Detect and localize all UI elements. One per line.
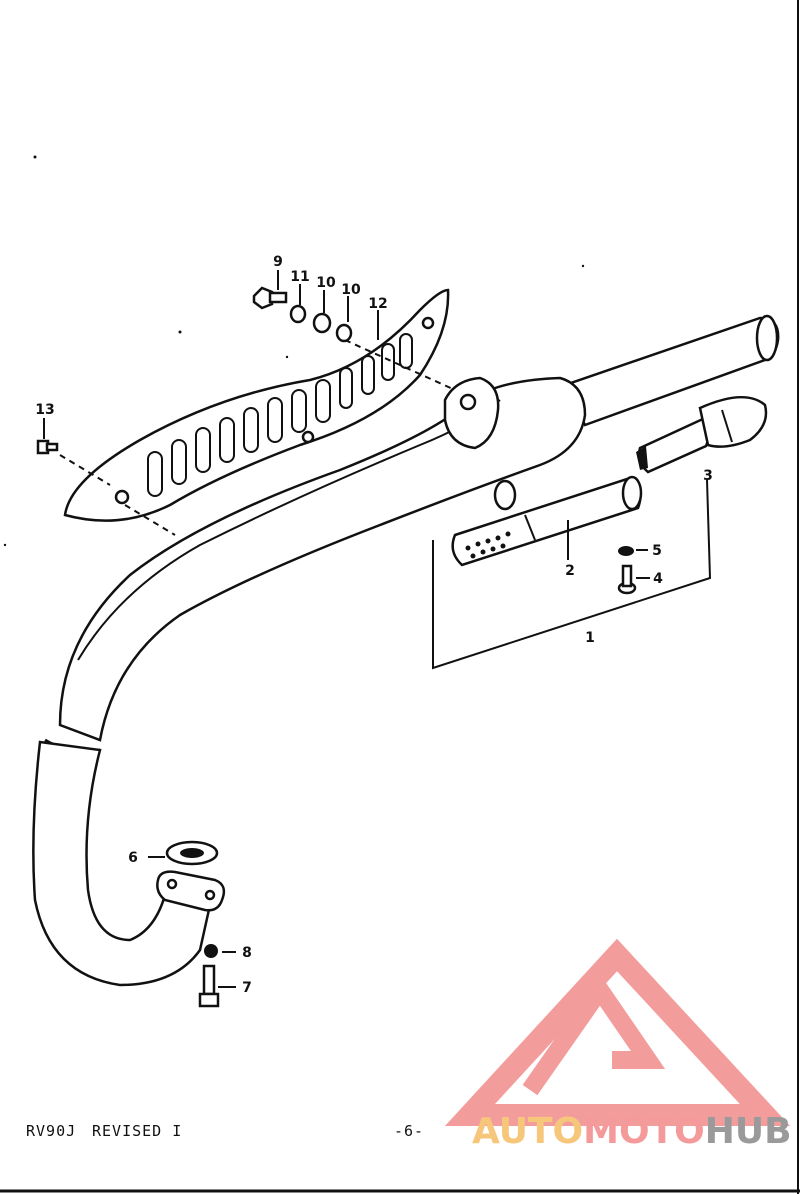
label-3: 3 <box>703 468 713 484</box>
label-4: 4 <box>653 571 663 587</box>
spark-arrester <box>636 395 768 474</box>
label-10a: 10 <box>316 275 336 291</box>
washer-5 <box>618 546 634 556</box>
bolt-13 <box>36 439 59 455</box>
label-9: 9 <box>273 254 283 270</box>
gasket-6 <box>165 840 219 866</box>
washer-10a <box>312 312 332 334</box>
label-13: 13 <box>35 402 54 418</box>
brand-auto: AUTO <box>472 1111 583 1152</box>
label-2: 2 <box>565 563 575 579</box>
exhaust-flange <box>156 870 226 912</box>
brand-hub: HUB <box>705 1111 792 1152</box>
label-1: 1 <box>585 630 595 646</box>
washer-10b <box>335 323 353 343</box>
brand-moto: MOTO <box>583 1111 705 1152</box>
part-labels: 9 11 10 10 12 13 3 2 5 4 1 6 8 7 <box>35 254 713 996</box>
label-10b: 10 <box>341 282 361 298</box>
washer-11 <box>289 304 307 324</box>
label-12: 12 <box>368 296 387 312</box>
stud-bolt-7 <box>198 964 220 1008</box>
exhaust-pipe <box>32 314 780 987</box>
footer-revision: REVISED I <box>92 1122 182 1140</box>
nut-8 <box>204 944 218 958</box>
silencer <box>451 475 643 567</box>
label-5: 5 <box>652 543 662 559</box>
label-11: 11 <box>290 269 309 285</box>
heat-shield <box>63 288 450 522</box>
footer-page-number: -6- <box>394 1122 424 1140</box>
screw-4 <box>617 564 637 595</box>
label-6: 6 <box>128 850 138 866</box>
footer-model: RV90J <box>26 1122 76 1140</box>
automotohub-logo <box>444 938 791 1126</box>
label-7: 7 <box>242 980 252 996</box>
bolt-9 <box>252 286 288 310</box>
svg-text:AUTOMOTOHUB: AUTOMOTOHUB <box>472 1111 792 1152</box>
page-footer: RV90J REVISED I -6- <box>26 1122 424 1140</box>
automotohub-wordmark: AUTOMOTOHUB <box>472 1111 792 1152</box>
label-8: 8 <box>242 945 252 961</box>
